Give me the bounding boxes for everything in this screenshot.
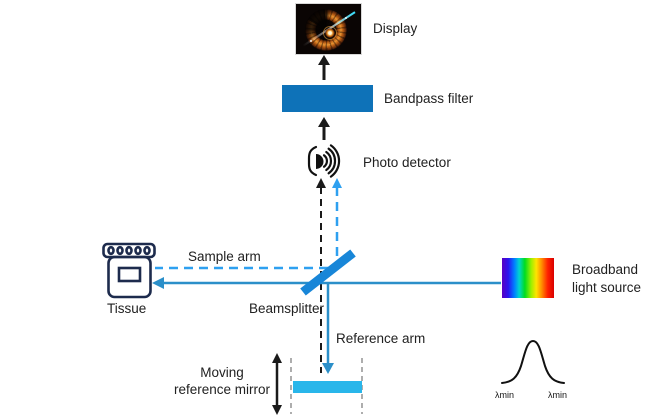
moving-mirror-label: Moving reference mirror — [172, 364, 272, 398]
sample-arm-label: Sample arm — [188, 249, 261, 264]
arrow-up-filter-to-display-icon — [318, 55, 330, 80]
reference-mirror-assembly — [272, 353, 363, 415]
arrow-up-detector-to-filter-icon — [318, 117, 330, 140]
broadband-source-label: Broadband light source — [572, 261, 641, 297]
bandpass-filter-label: Bandpass filter — [384, 91, 474, 106]
oct-catheter-center — [323, 26, 337, 40]
broadband-source-icon — [502, 258, 554, 298]
beamsplitter-label: Beamsplitter — [249, 301, 325, 316]
beamsplitter-icon — [300, 249, 356, 296]
source-beam — [152, 277, 501, 374]
reference-mirror-shape — [293, 381, 362, 393]
moving-mirror-label-line2: reference mirror — [173, 382, 271, 397]
lambda-min-left-label: λmin — [495, 390, 515, 400]
gaussian-spectrum-curve — [501, 339, 565, 384]
oct-speckle-dot — [310, 40, 312, 42]
photo-detector-label: Photo detector — [363, 155, 451, 170]
display-oct-image — [295, 3, 362, 55]
tissue-label: Tissue — [107, 301, 147, 316]
oct-speckle-dot — [345, 17, 347, 19]
reference-arm-label: Reference arm — [336, 331, 426, 346]
tissue-jar-icon — [102, 242, 156, 299]
mirror-motion-arrow-icon — [272, 353, 282, 415]
bandpass-filter-shape — [282, 85, 373, 112]
moving-mirror-label-line1: Moving — [200, 365, 244, 380]
reference-return-beam — [316, 178, 326, 373]
photo-detector-icon — [307, 144, 341, 178]
display-label: Display — [373, 21, 418, 36]
broadband-source-label-line1: Broadband — [572, 262, 639, 277]
broadband-source-label-line2: light source — [572, 280, 642, 295]
lambda-min-right-label: λmin — [548, 390, 568, 400]
